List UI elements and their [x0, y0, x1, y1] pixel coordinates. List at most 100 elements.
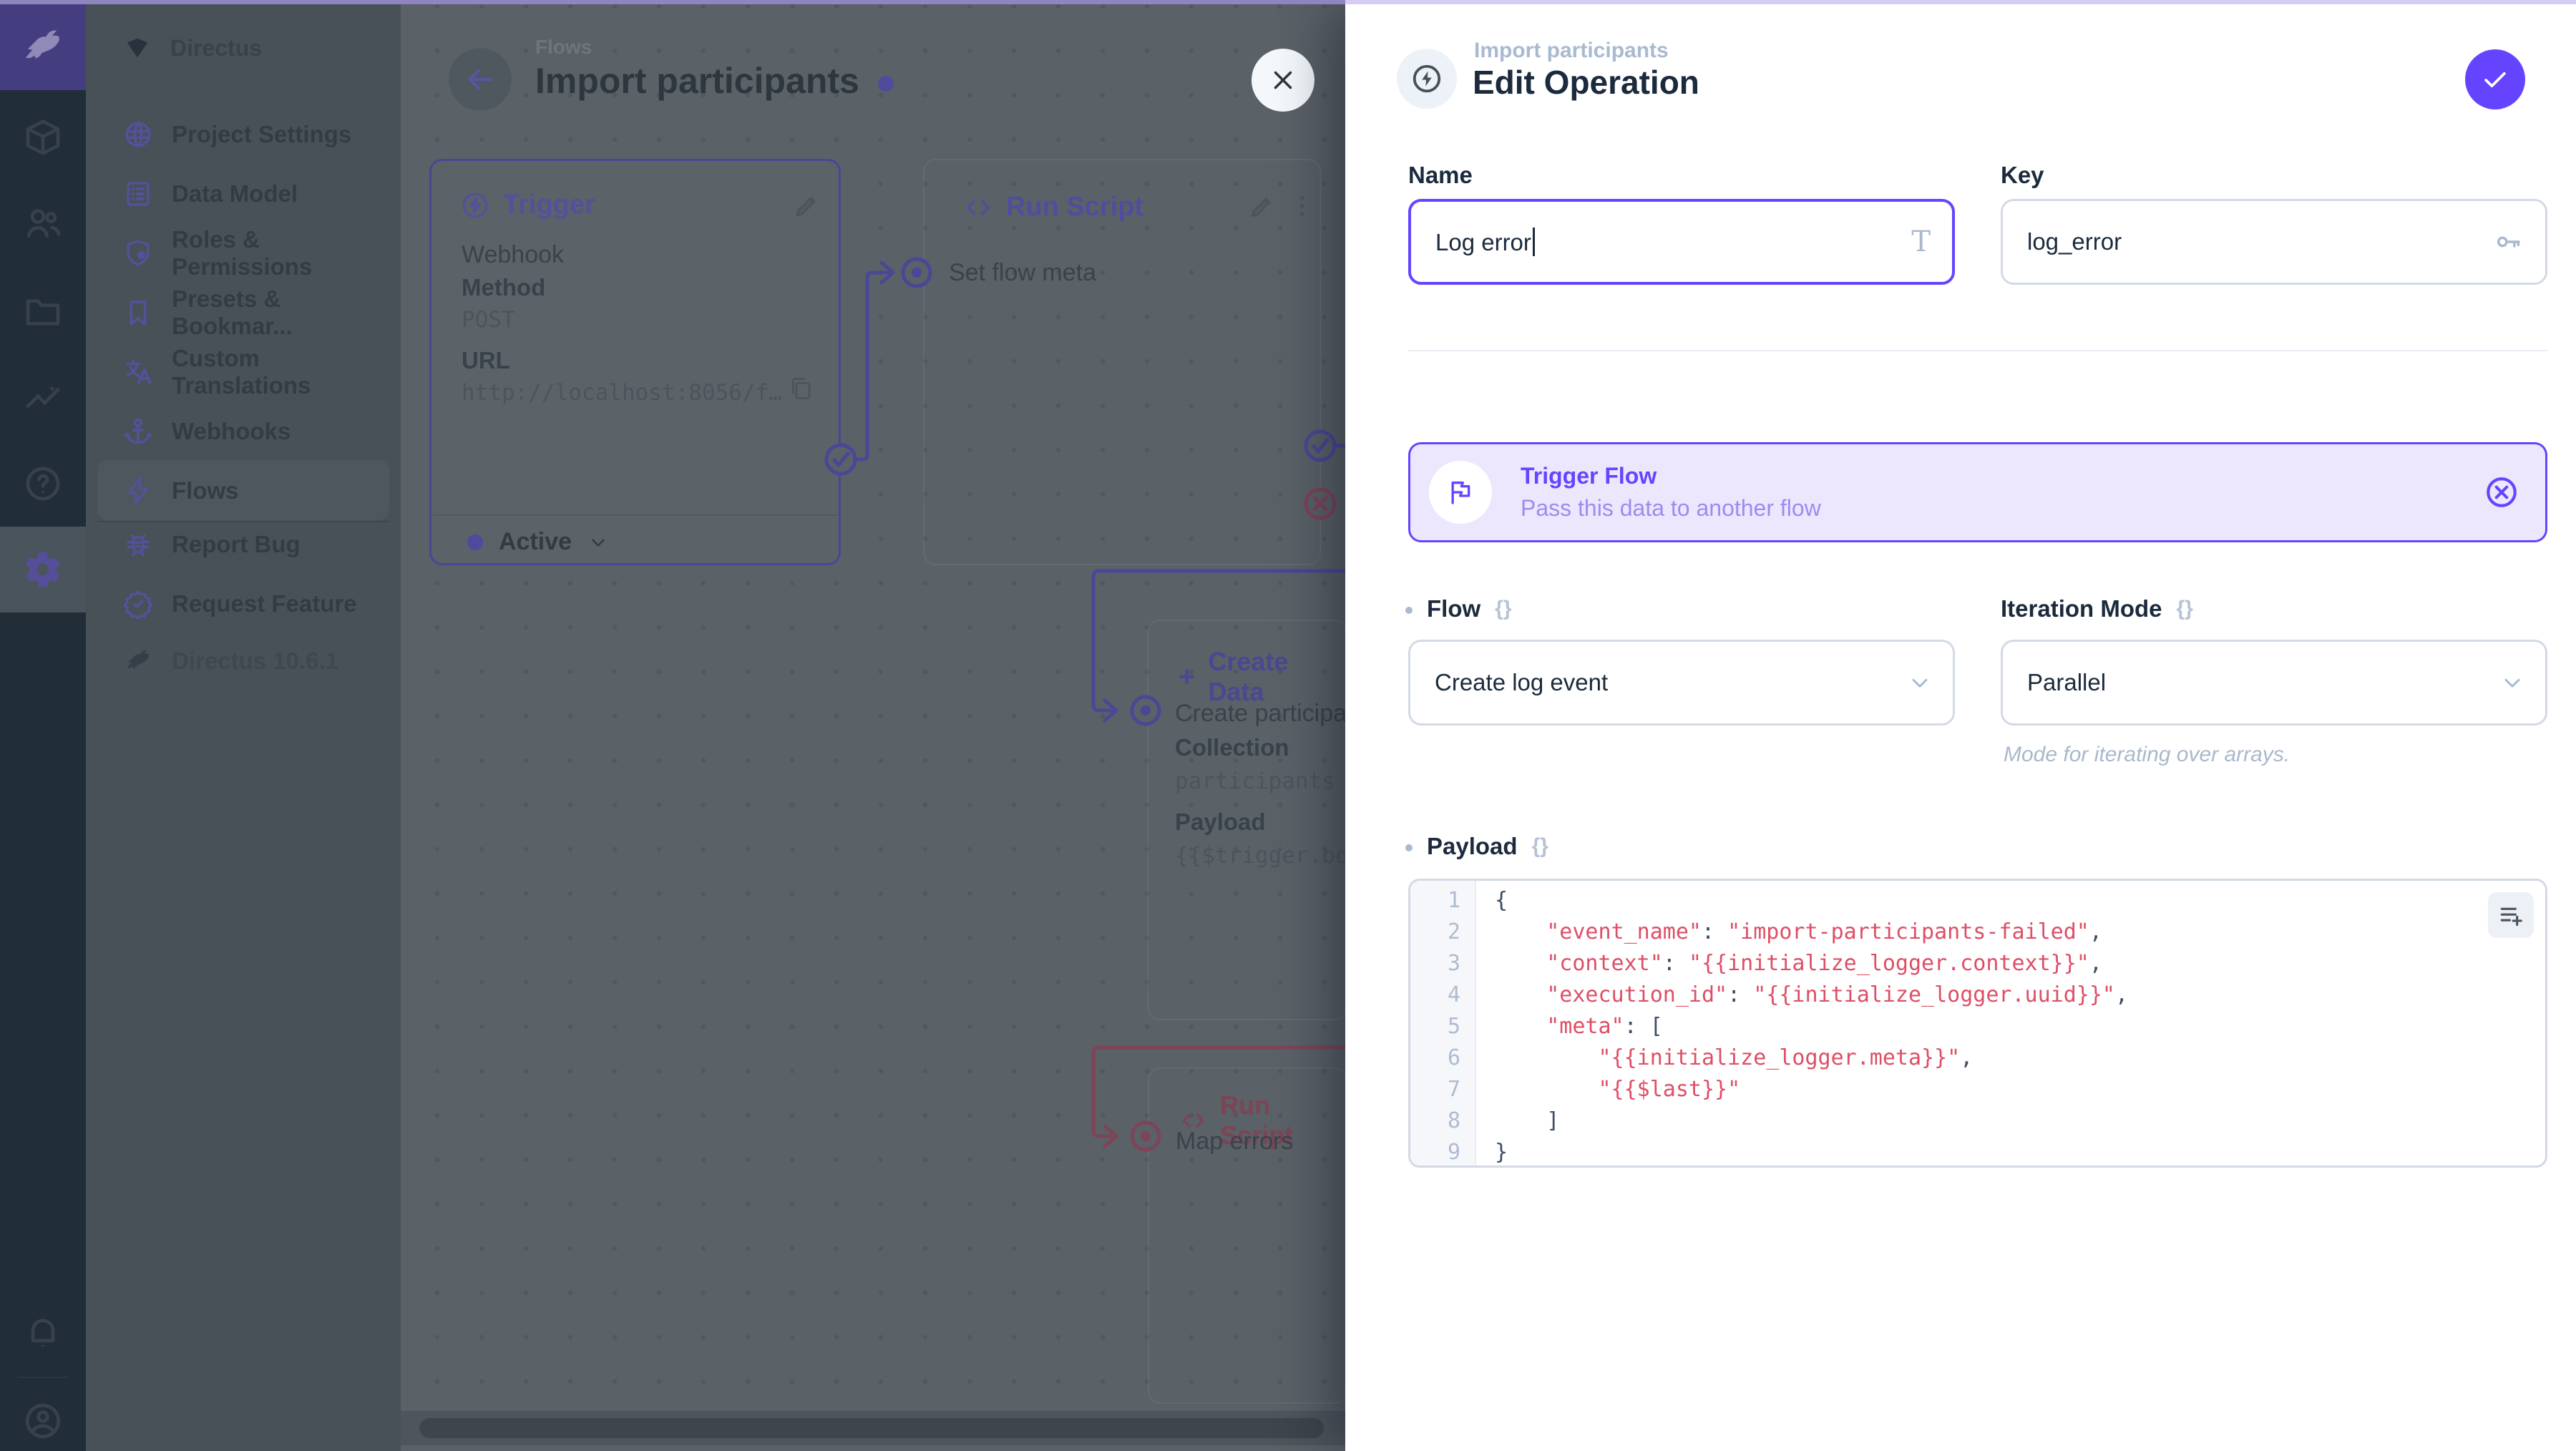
sidebar-item-label: Report Bug	[172, 530, 301, 557]
flag-icon	[1429, 461, 1492, 524]
playlist-add-icon	[2500, 907, 2522, 927]
run-script-panel-title: Run Script	[1006, 192, 1144, 222]
flow-select[interactable]: Create log event	[1408, 640, 1955, 726]
flow-title: Import participants	[535, 60, 894, 102]
account-button[interactable]	[0, 1378, 86, 1451]
sidebar-item-custom-translations[interactable]: Custom Translations	[86, 342, 401, 401]
key-input[interactable]: log_error	[2001, 199, 2547, 285]
copy-icon	[792, 378, 811, 399]
shield-person-icon	[123, 238, 153, 268]
scrollbar-thumb[interactable]	[419, 1418, 1324, 1438]
sidebar-item-roles-permissions[interactable]: Roles & Permissions	[86, 223, 401, 283]
name-value: Log error	[1435, 229, 1531, 255]
flow-status-toggle[interactable]: Active	[467, 528, 609, 556]
code-line: ]	[1495, 1108, 1560, 1133]
close-drawer-button[interactable]	[1252, 49, 1314, 112]
save-button[interactable]	[2465, 49, 2525, 109]
folder-icon	[26, 299, 60, 326]
module-settings[interactable]	[0, 527, 86, 612]
panel-menu-button[interactable]	[1288, 192, 1317, 220]
sidebar-item-project-settings[interactable]: Project Settings	[86, 104, 401, 164]
create-data-panel[interactable]: + Create Data Create participant Collect…	[1147, 620, 1367, 1020]
url-label: URL	[462, 347, 510, 373]
operation-header-icon	[1397, 49, 1457, 109]
sidebar-item-label: Presets & Bookmar...	[172, 285, 293, 339]
collection-label: Collection	[1175, 734, 1289, 761]
bolt-icon	[123, 476, 153, 506]
sidebar-item-presets-bookmarks[interactable]: Presets & Bookmar...	[86, 283, 401, 342]
sidebar-item-data-model[interactable]: Data Model	[86, 164, 401, 223]
project-header[interactable]: Directus	[86, 4, 401, 92]
collection-value: participants	[1175, 768, 1335, 794]
name-input[interactable]: Log error T	[1408, 199, 1955, 285]
status-dot	[467, 534, 483, 550]
edit-operation-button[interactable]	[1248, 193, 1275, 220]
gear-icon	[26, 552, 60, 587]
operation-name: Map errors	[1176, 1128, 1294, 1155]
key-field-label: Key	[2001, 162, 2044, 188]
module-insights[interactable]	[0, 355, 86, 441]
bolt-circle-icon	[1413, 64, 1441, 93]
users-icon	[26, 209, 61, 238]
rabbit-icon	[123, 646, 153, 676]
required-dot	[1405, 844, 1413, 851]
required-dot	[1405, 607, 1413, 614]
url-value: http://localhost:8056/f…	[462, 380, 782, 406]
pencil-icon	[1251, 197, 1271, 218]
code-body[interactable]: { "event_name": "import-participants-fai…	[1476, 881, 2545, 1166]
iteration-mode-label: Iteration Mode {}	[2001, 595, 2193, 622]
banner-remove-button[interactable]	[2484, 474, 2519, 510]
sidebar-item-request-feature[interactable]: Request Feature	[86, 574, 401, 633]
kebab-icon	[1300, 196, 1304, 216]
module-bar	[0, 4, 86, 1451]
raw-value-icon: {}	[1495, 597, 1512, 620]
sidebar-item-label: Webhooks	[172, 417, 291, 444]
raw-value-icon: {}	[2176, 597, 2193, 620]
module-user-directory[interactable]	[0, 180, 86, 266]
sidebar-divider	[97, 521, 389, 522]
project-logo-icon	[127, 38, 148, 58]
notifications-button[interactable]	[0, 1289, 86, 1375]
module-collections[interactable]	[0, 94, 86, 180]
module-help[interactable]	[0, 441, 86, 527]
code-line: "{{$last}}"	[1598, 1077, 1741, 1102]
anchor-icon	[123, 416, 153, 446]
status-label: Active	[499, 528, 572, 555]
sidebar-item-label: Flows	[172, 477, 239, 504]
trigger-flow-banner[interactable]: Trigger Flow Pass this data to another f…	[1408, 442, 2547, 542]
translate-icon	[123, 357, 153, 387]
payload-field-label: Payload {}	[1405, 833, 1548, 860]
iteration-mode-select[interactable]: Parallel	[2001, 640, 2547, 726]
rabbit-logo-icon	[26, 30, 59, 59]
sidebar-item-report-bug[interactable]: Report Bug	[86, 514, 401, 574]
sidebar-item-webhooks[interactable]: Webhooks	[86, 401, 401, 461]
run-script-panel[interactable]: Run Script Set flow meta	[923, 159, 1321, 565]
editor-options-button[interactable]	[2488, 892, 2534, 938]
sidebar-item-flows[interactable]: Flows	[86, 461, 401, 520]
text-cursor	[1532, 228, 1535, 256]
cancel-circle-icon	[2487, 477, 2517, 507]
top-accent-bar	[1345, 0, 2576, 4]
create-data-panel-title: Create Data	[1208, 647, 1289, 706]
edit-trigger-button[interactable]	[793, 192, 820, 220]
sidebar-item-label: Project Settings	[172, 120, 352, 147]
canvas-horizontal-scrollbar[interactable]	[401, 1411, 1345, 1445]
copy-url-button[interactable]	[788, 376, 814, 401]
top-accent-bar-dimmed	[0, 0, 1345, 4]
directus-logo[interactable]	[0, 4, 86, 90]
raw-value-icon: {}	[1531, 834, 1548, 858]
trigger-panel-title: Trigger	[503, 190, 595, 220]
code-icon	[967, 200, 990, 215]
bug-icon	[123, 529, 153, 560]
canvas-breadcrumb[interactable]: Flows	[535, 36, 592, 58]
drawer-breadcrumb[interactable]: Import participants	[1474, 39, 1669, 62]
trigger-panel[interactable]: Trigger Webhook Method POST URL http://l…	[429, 159, 841, 565]
payload-label: Payload	[1175, 808, 1266, 835]
module-file-library[interactable]	[0, 269, 86, 355]
unsaved-dot	[877, 76, 894, 92]
code-line: }	[1495, 1140, 1508, 1165]
back-button[interactable]	[449, 48, 512, 111]
trigger-footer-divider	[433, 514, 838, 516]
error-script-panel[interactable]: Run Script Map errors	[1148, 1068, 1347, 1404]
